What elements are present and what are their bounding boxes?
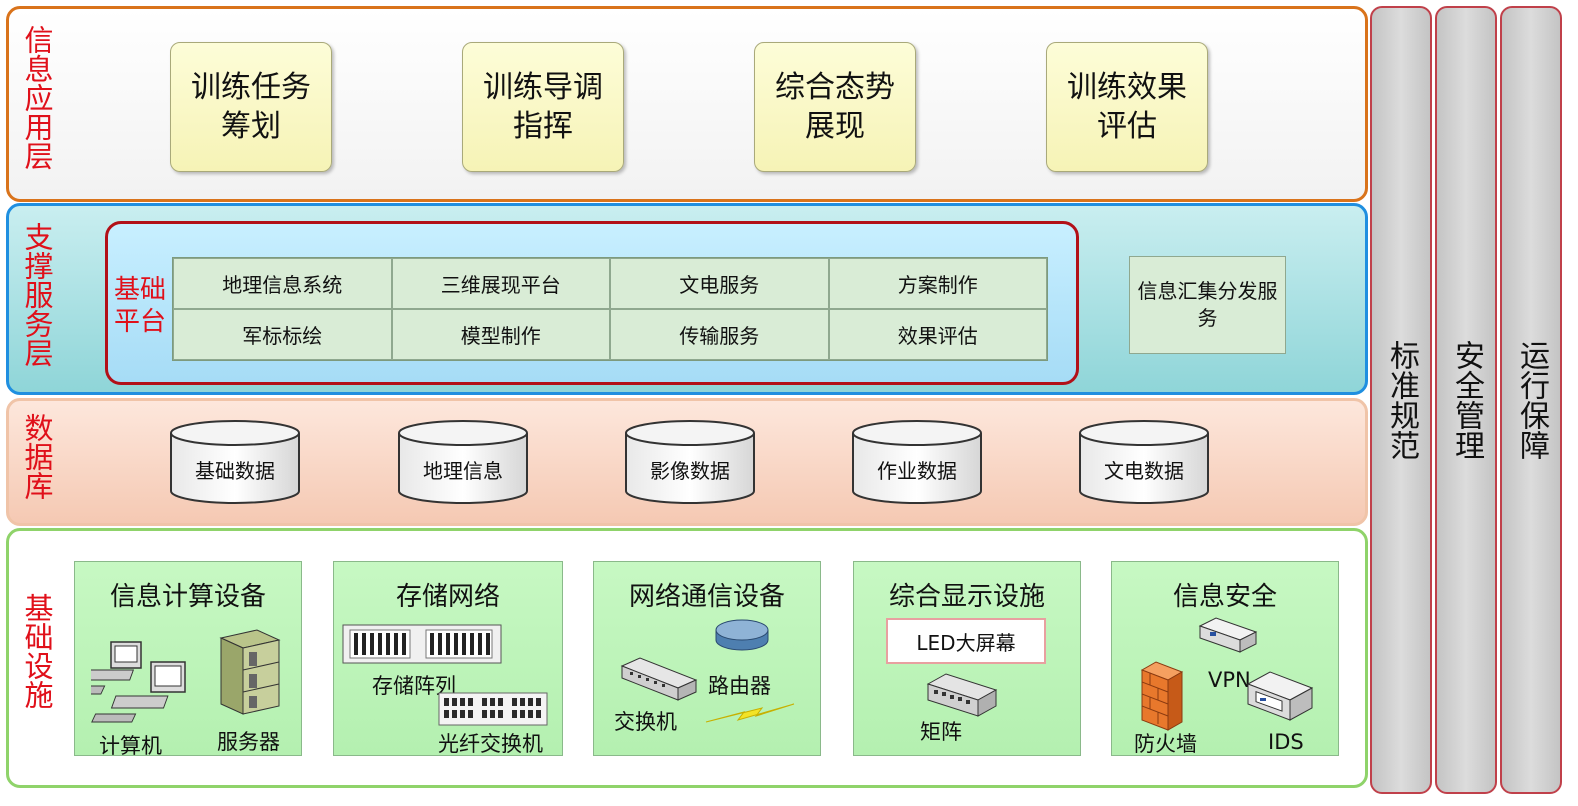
situation-display-box: 综合态势展现 [754,42,916,172]
db-label-telegram-data: 文电数据 [1104,459,1184,483]
lightning-icon [705,703,795,723]
computer-label: 计算机 [99,734,162,758]
storage-network-title: 存储网络 [395,582,500,612]
cylinder-icon [1079,420,1209,504]
computing-equipment-title: 信息计算设备 [109,582,266,612]
db-label-image-data: 影像数据 [650,459,730,483]
military-symbol-cell: 军标标绘 [173,309,392,360]
storage-array-icon [342,624,502,664]
information-application-layer: 信息应用层 训练任务筹划 训练导调指挥 综合态势展现 训练效果评估 [6,6,1368,202]
operation-support-bar: 运行保障 [1500,6,1562,794]
security-management-bar-label: 安全管理 [1449,340,1484,460]
database-cylinder: 基础数据 [169,419,301,505]
info-security-box: 信息安全 VPN 防火墙 IDS [1111,561,1339,756]
switch-icon [620,657,698,701]
3d-display-cell: 三维展现平台 [391,258,610,309]
base-platform-label: 基础平台 [114,275,167,337]
router-label: 路由器 [708,674,771,698]
support-service-layer: 支撑服务层 基础平台 地理信息系统 三维展现平台 文电服务 方案制作 军标标绘 … [6,203,1368,395]
firewall-label: 防火墙 [1134,732,1197,756]
network-equipment-box: 网络通信设备 路由器 交换机 [593,561,821,756]
matrix-label: 矩阵 [920,720,962,744]
database-cylinder: 影像数据 [624,419,756,505]
firewall-icon [1140,661,1184,731]
info-security-title: 信息安全 [1172,582,1277,612]
db-label-operation-data: 作业数据 [877,459,957,483]
matrix-icon [926,673,998,717]
database-layer-label: 数据库 [20,413,54,500]
infrastructure-layer-label: 基础设施 [20,593,54,709]
storage-network-box: 存储网络 存储阵列 光纤交换机 [333,561,563,756]
cylinder-icon [170,420,300,504]
db-label-geo-info: 地理信息 [423,459,503,483]
fiber-switch-icon [438,692,548,726]
db-label-basic-data: 基础数据 [195,459,275,483]
transmission-service-cell: 传输服务 [610,309,829,360]
database-layer: 数据库 基础数据 地理信息 影像数据 作业数据 文 [6,398,1368,526]
plan-making-cell: 方案制作 [828,258,1047,309]
effect-evaluation-cell: 效果评估 [828,309,1047,360]
operation-support-bar-label: 运行保障 [1514,340,1549,460]
info-collection-dispatch-service: 信息汇集分发服务 [1129,256,1286,354]
router-icon [715,619,769,651]
training-evaluation-box: 训练效果评估 [1046,42,1208,172]
network-equipment-title: 网络通信设备 [628,582,785,612]
vpn-device-icon [1198,617,1258,653]
application-layer-label: 信息应用层 [20,25,54,170]
computing-equipment-box: 信息计算设备 计算机 服务器 [74,561,302,758]
platform-service-grid: 地理信息系统 三维展现平台 文电服务 方案制作 军标标绘 模型制作 传输服务 效… [172,257,1048,361]
security-management-bar: 安全管理 [1435,6,1497,794]
database-cylinder: 文电数据 [1078,419,1210,505]
switch-label: 交换机 [614,710,677,734]
server-label: 服务器 [217,730,280,754]
fiber-switch-label: 光纤交换机 [438,732,543,756]
display-facility-box: 综合显示设施 LED大屏幕 矩阵 [853,561,1081,756]
telegram-service-cell: 文电服务 [610,258,829,309]
training-task-planning-box: 训练任务筹划 [170,42,332,172]
standards-bar: 标准规范 [1370,6,1432,794]
computer-icon [91,641,186,723]
database-cylinder: 作业数据 [851,419,983,505]
server-icon [219,629,281,715]
infrastructure-layer: 基础设施 信息计算设备 计算机 服务器 存储网络 [6,528,1368,788]
gis-cell: 地理信息系统 [173,258,392,309]
vpn-label: VPN [1208,668,1251,692]
support-layer-label: 支撑服务层 [20,222,54,367]
training-command-box: 训练导调指挥 [462,42,624,172]
cylinder-icon [398,420,528,504]
base-platform: 基础平台 地理信息系统 三维展现平台 文电服务 方案制作 军标标绘 模型制作 传… [105,221,1079,385]
model-making-cell: 模型制作 [391,309,610,360]
display-facility-title: 综合显示设施 [888,582,1045,612]
database-cylinder: 地理信息 [397,419,529,505]
led-screen-box: LED大屏幕 [886,618,1046,664]
cylinder-icon [625,420,755,504]
ids-label: IDS [1268,730,1304,754]
standards-bar-label: 标准规范 [1384,340,1419,460]
ids-device-icon [1246,671,1314,721]
cylinder-icon [852,420,982,504]
